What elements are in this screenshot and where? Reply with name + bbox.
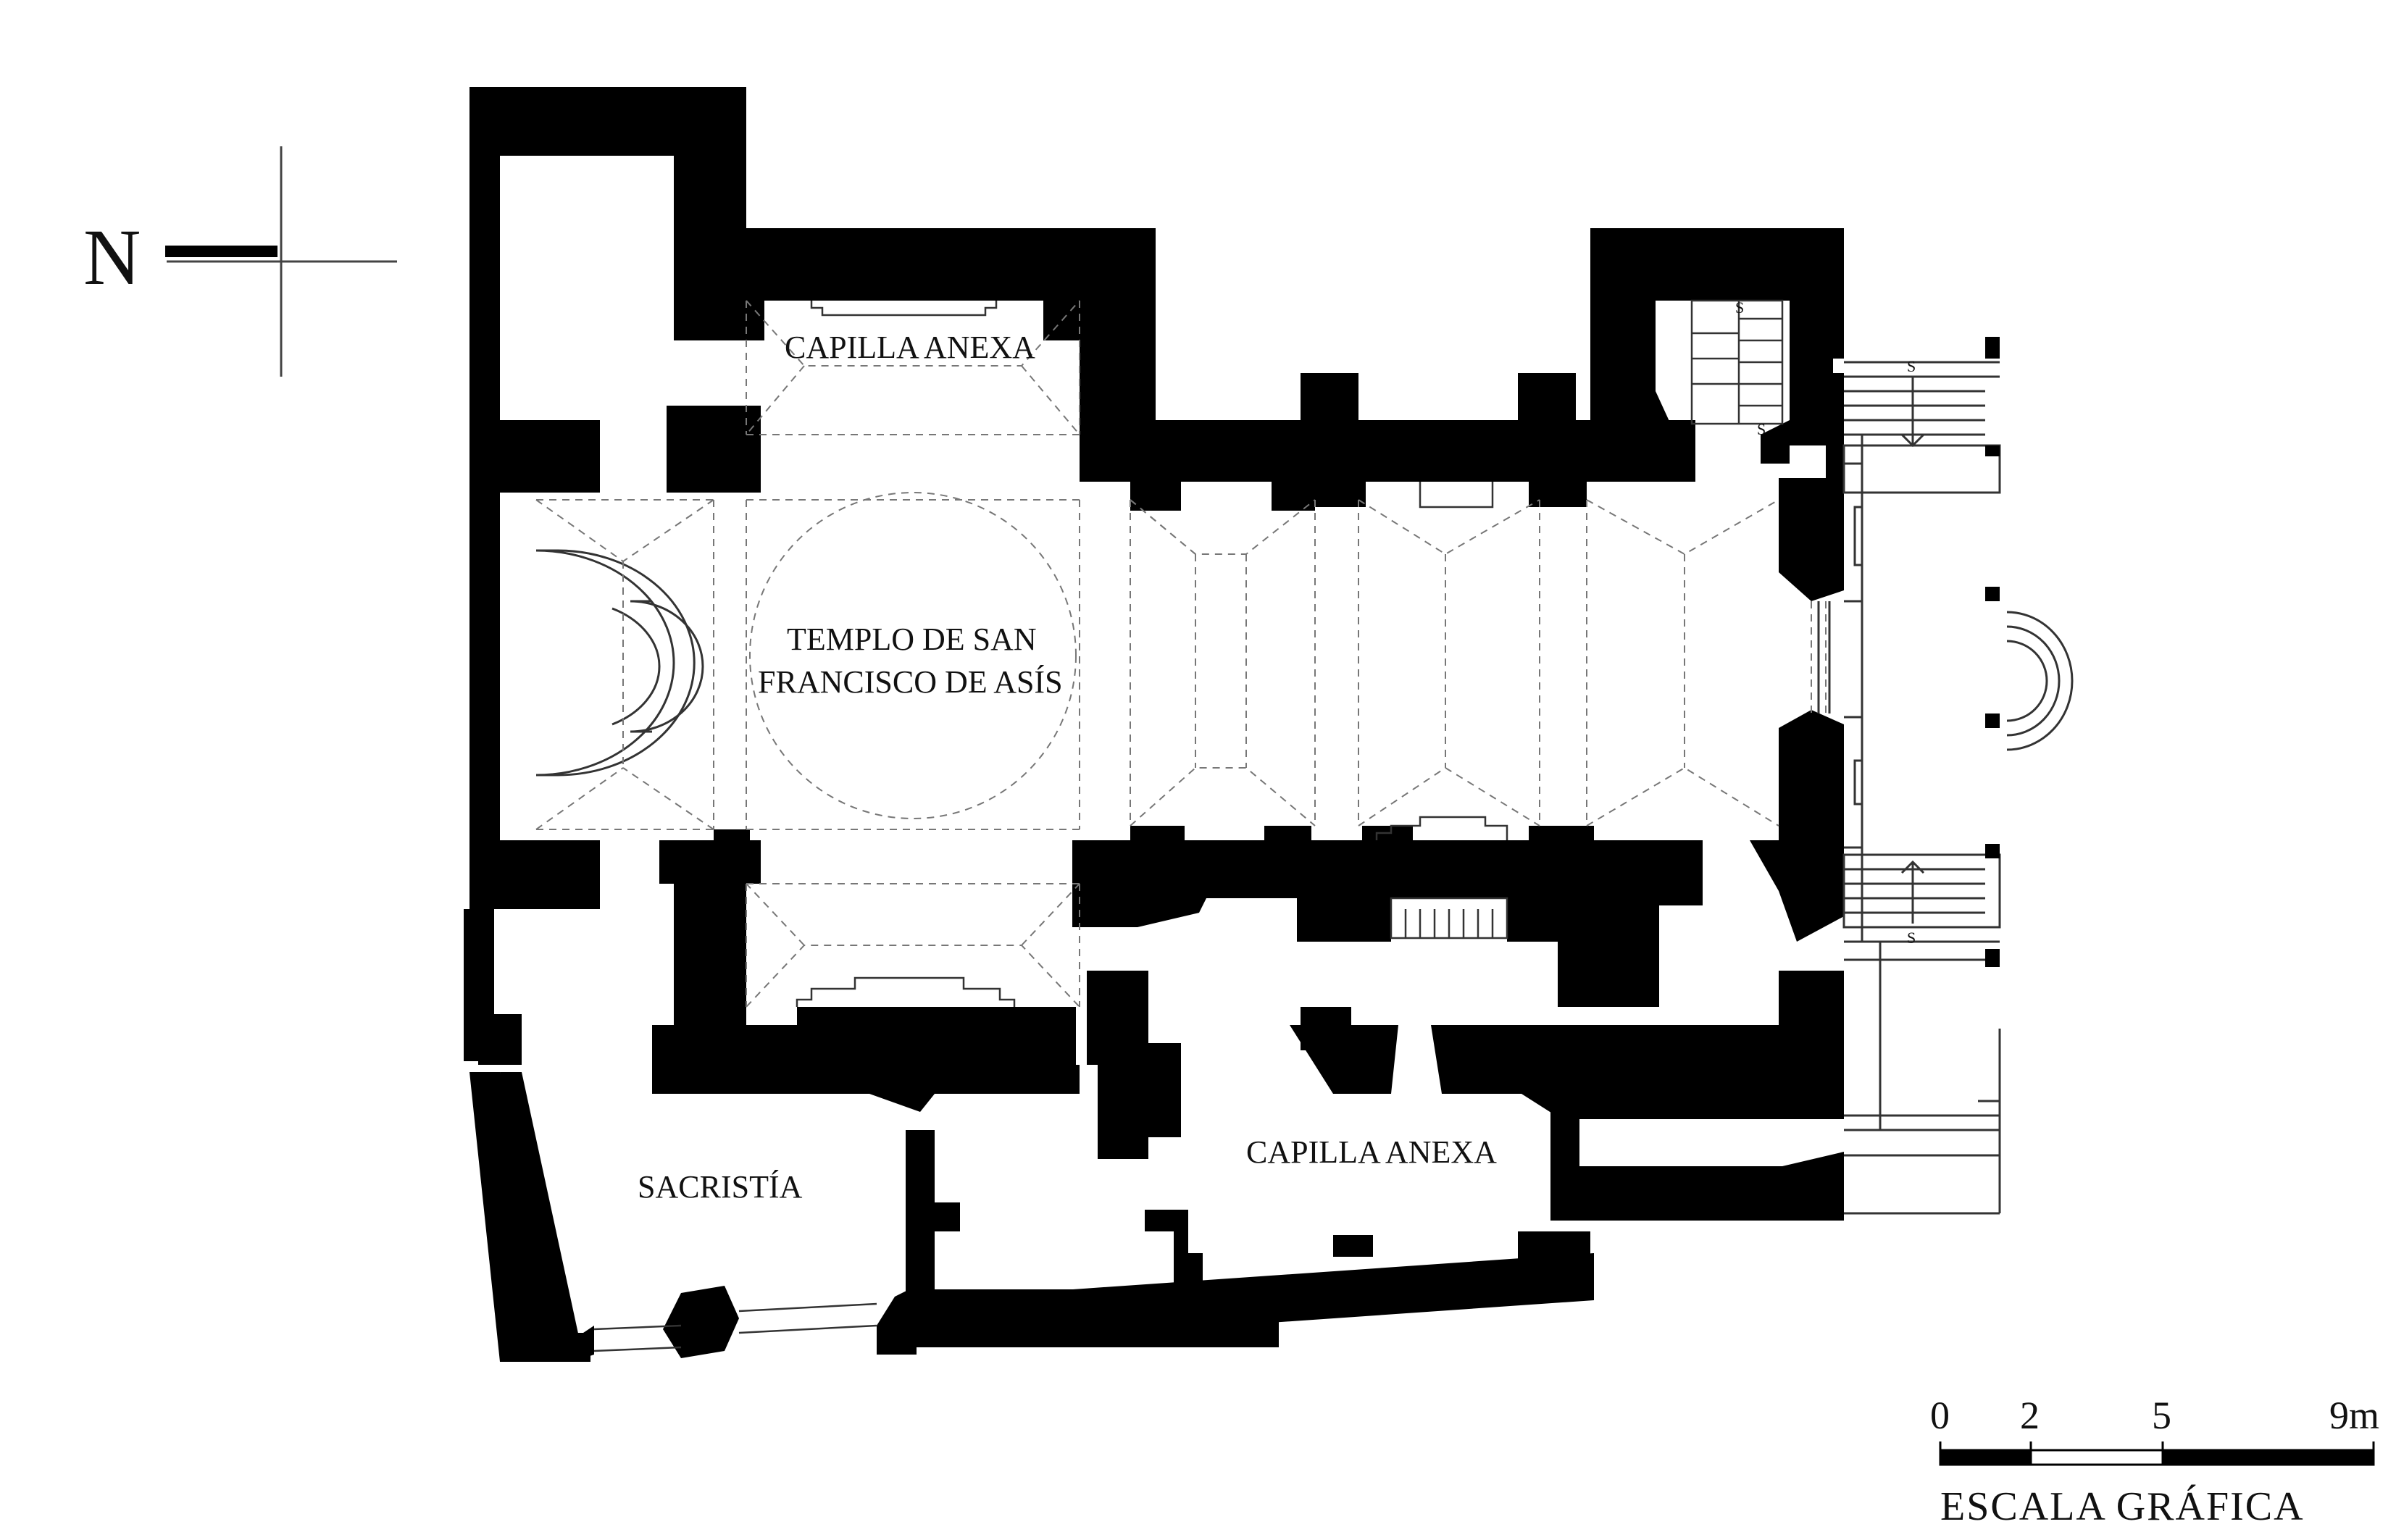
scale-tick-5: 5: [2152, 1394, 2171, 1437]
stair-mark: S: [1907, 357, 1916, 375]
vault-lines: [535, 300, 1827, 1008]
corridor-stair: [1390, 897, 1508, 940]
room-label-temple-line2: FRANCISCO DE ASÍS: [758, 664, 1063, 700]
sacristy-window: [593, 1302, 877, 1352]
porch: [1817, 361, 2074, 1215]
room-label-sacristia: SACRISTÍA: [638, 1169, 803, 1205]
room-label-temple-line1: TEMPLO DE SAN: [787, 622, 1037, 657]
scale-title: ESCALA GRÁFICA: [1940, 1484, 2305, 1529]
tower-stair: [1690, 299, 1784, 425]
scale-tick-0: 0: [1930, 1394, 1950, 1437]
scale-tick-9m: 9m: [2329, 1394, 2379, 1437]
walls: [464, 87, 1844, 1362]
stair-mark: S: [1735, 298, 1744, 317]
north-arrow: N: [83, 146, 397, 377]
altar-steps: [796, 301, 1508, 1007]
room-label-capilla-south: CAPILLA ANEXA: [1246, 1134, 1497, 1170]
room-label-capilla-north: CAPILLA ANEXA: [785, 330, 1035, 365]
stair-mark: S: [1757, 420, 1766, 438]
north-label: N: [83, 213, 141, 301]
graphic-scale: 0 2 5 9m ESCALA GRÁFICA: [1930, 1394, 2379, 1529]
stair-mark: S: [1907, 929, 1916, 947]
facade-piers: [1985, 337, 2000, 967]
apse: [535, 549, 704, 777]
scale-tick-2: 2: [2020, 1394, 2040, 1437]
